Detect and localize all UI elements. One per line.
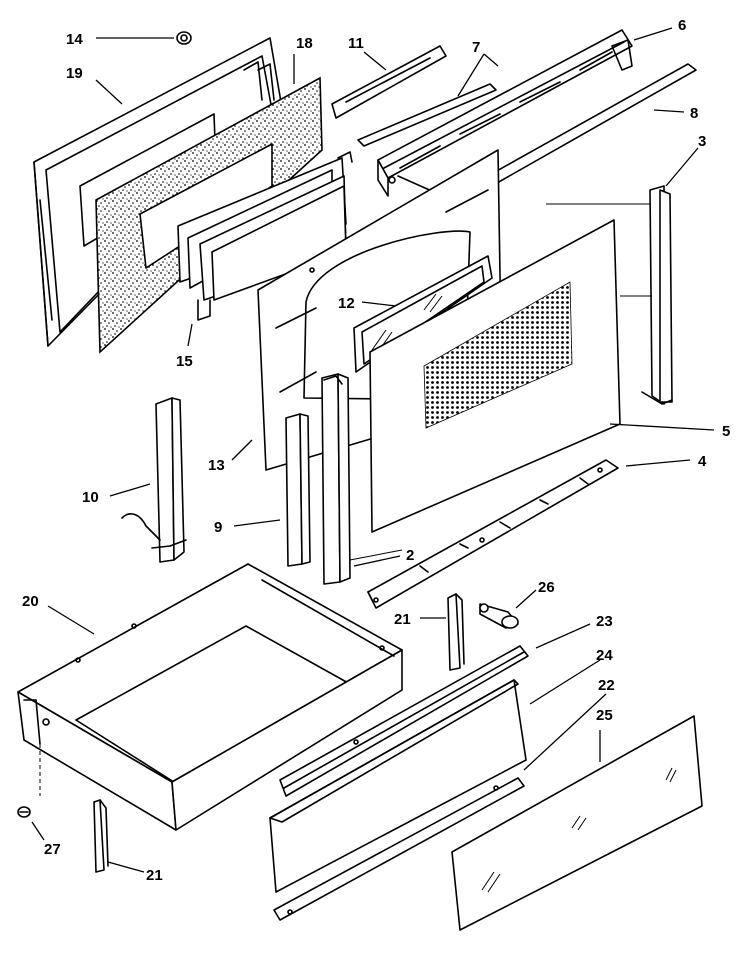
part-label-22: 22 (598, 677, 615, 694)
part-label-13: 13 (208, 457, 225, 474)
drawer-body (17, 563, 403, 831)
drawer-bottom-trim (273, 777, 525, 921)
part-label-11: 11 (348, 35, 364, 52)
part-label-20: 20 (22, 593, 39, 610)
drawer-front (269, 679, 527, 893)
part-label-19: 19 (66, 65, 83, 82)
top-bracket-small (331, 45, 447, 119)
door-screw (176, 31, 192, 45)
leader-lines (31, 27, 715, 873)
part-label-14: 14 (66, 31, 83, 48)
drawer-rail (279, 645, 529, 797)
drawer-screw (17, 806, 31, 818)
part-label-4: 4 (698, 453, 707, 470)
part-label-9: 9 (214, 519, 222, 536)
drawer-glass-panel (451, 715, 703, 931)
part-label-12: 12 (338, 295, 355, 312)
part-label-7: 7 (472, 39, 480, 56)
part-label-2: 2 (406, 547, 414, 564)
part-label-24: 24 (596, 647, 613, 664)
part-label-8: 8 (690, 105, 698, 122)
part-label-23: 23 (596, 613, 613, 630)
drawer-slide-bracket-center (447, 593, 465, 671)
part-label-18: 18 (296, 35, 313, 52)
outer-door-panel (369, 219, 621, 533)
part-labels: 14 18 11 7 6 19 8 3 12 15 13 5 4 10 9 2 … (22, 17, 730, 884)
left-hinge (121, 397, 187, 563)
trim-strip (357, 83, 497, 147)
part-label-25: 25 (596, 707, 613, 724)
part-label-21-lower: 21 (146, 867, 163, 884)
drawer-slide-bracket-left (93, 799, 109, 873)
bottom-door-trim (367, 459, 619, 609)
part-label-5: 5 (722, 423, 730, 440)
door-glass-pack (177, 151, 353, 321)
part-label-6: 6 (678, 17, 686, 34)
drawer-roller (479, 603, 519, 629)
part-label-21-center: 21 (394, 611, 411, 628)
part-label-15: 15 (176, 353, 193, 370)
top-vent-trim (377, 29, 633, 197)
part-label-3: 3 (698, 133, 706, 150)
small-side-trim (285, 413, 311, 567)
side-trim (321, 373, 403, 585)
right-side-trim (546, 185, 673, 405)
part-label-10: 10 (82, 489, 99, 506)
part-label-26: 26 (538, 579, 555, 596)
part-label-27: 27 (44, 841, 61, 858)
